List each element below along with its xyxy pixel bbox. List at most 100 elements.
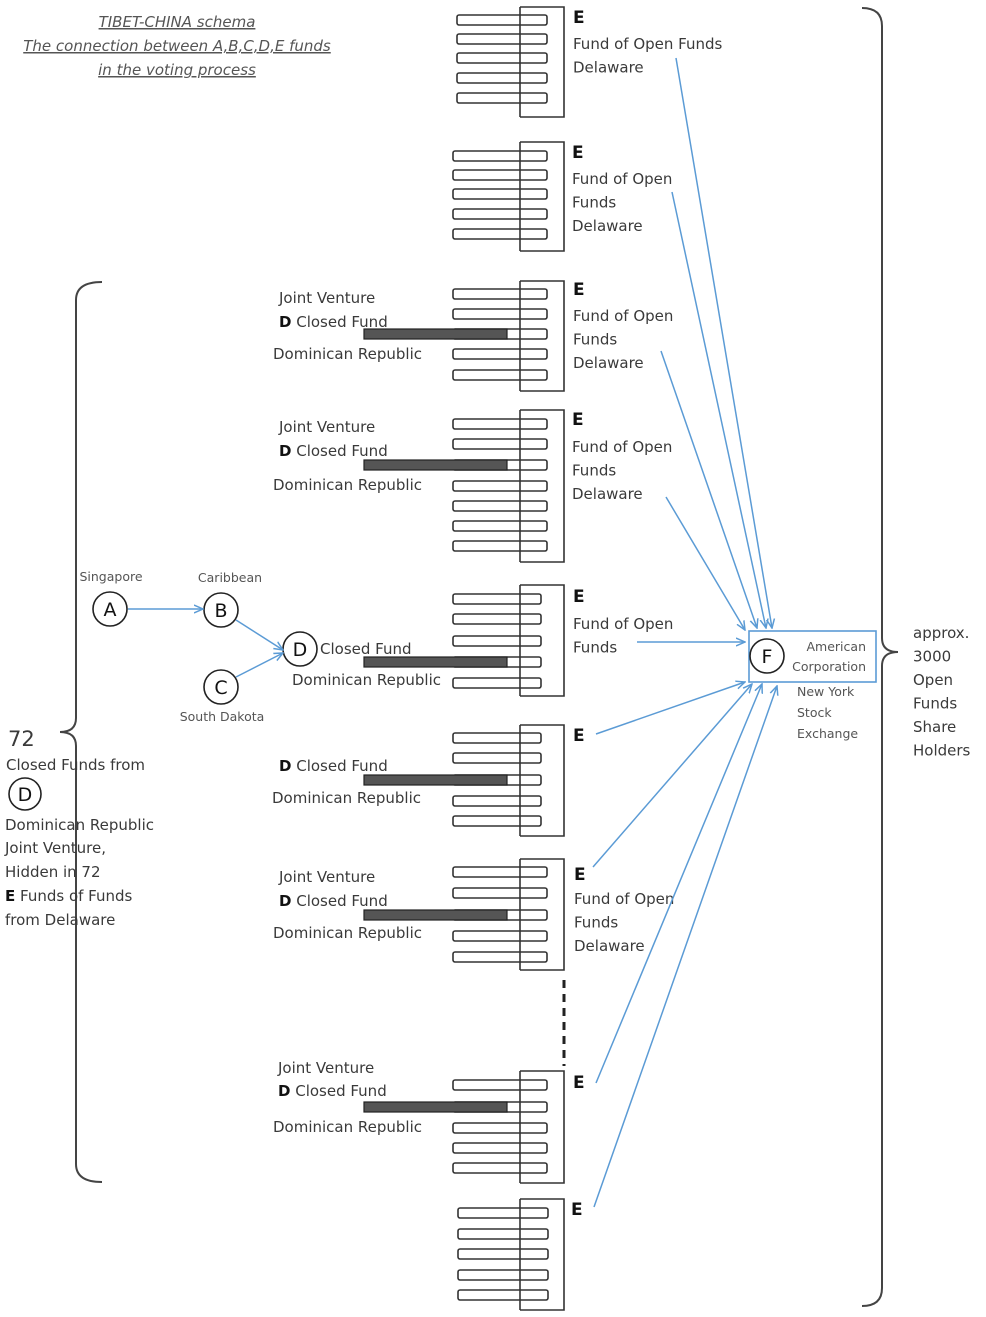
fund-bar [452,228,548,240]
e-fund-letter: E [573,1073,585,1093]
e-fund-description: Fund of Open [573,307,673,325]
fund-bar [456,92,548,104]
left-label-line-5-text: Funds of Funds [15,887,132,905]
node-f-name-2: Corporation [792,659,866,674]
node-c-letter: C [214,677,227,699]
node-a-location: Singapore [79,569,142,584]
group-bracket [520,6,565,118]
fund-bar [452,540,548,552]
e-fund-letter: E [573,8,585,28]
d-bold-letter: D [279,892,291,910]
e-fund-letter: E [572,410,584,430]
e-fund-letter: E [574,865,586,885]
e-fund-letter: E [573,280,585,300]
shareholders-label-line: approx. [913,624,969,642]
dominican-republic-label: Dominican Republic [273,1118,422,1136]
arrow-e-to-f [592,684,752,868]
group-bracket [520,1198,565,1311]
fund-bar [457,1207,549,1219]
d-closed-fund-label: D Closed Fund [279,442,388,460]
d-closed-fund-bar [363,1101,508,1113]
fund-bar [452,438,548,450]
d-node-legend-letter: D [18,784,33,806]
fund-bar [452,169,548,181]
fund-bar [452,369,548,381]
e-fund-description: Funds [574,914,618,932]
group-bracket [520,724,565,837]
fund-bar [452,500,548,512]
closed-fund-count: 72 [8,727,35,751]
node-b-letter: B [214,600,227,622]
shareholders-label-line: Share [913,718,956,736]
fund-bar [452,887,548,899]
fund-bar [452,1122,548,1134]
group-bracket [520,280,565,392]
shareholders-label-line: Holders [913,742,971,760]
node-a-circle [92,591,128,627]
fund-bar [452,480,548,492]
e-fund-description: Fund of Open [572,170,672,188]
node-f-name-1: American [807,639,867,654]
arrow-c-to-d [235,653,283,678]
left-label-line-4: Hidden in 72 [5,863,101,881]
closed-fund-text: Closed Fund [291,757,387,775]
fund-bar [452,288,548,300]
shareholders-label-line: Open [913,671,953,689]
d-closed-fund-bar [363,328,508,340]
d-closed-fund-bar [363,774,508,786]
fund-bar [452,188,548,200]
title-line-3: in the voting process [98,61,256,79]
left-brace-label: 72 Closed Funds from D Dominican Republi… [4,727,154,929]
node-f-exchange-3: Exchange [797,726,858,741]
fund-bar [452,930,548,942]
d-bold-letter: D [279,757,291,775]
left-brace [59,281,103,1183]
e-fund-letter: E [573,587,585,607]
node-f-exchange-2: Stock [797,705,832,720]
d-closed-fund-label: D Closed Fund [278,1082,387,1100]
node-c-location: South Dakota [180,709,265,724]
arrow-b-to-d [235,619,283,650]
left-label-line-3: Joint Venture, [4,839,106,857]
fund-bar [452,208,548,220]
d-closed-fund-label: D Closed Fund [279,313,388,331]
fund-bar [457,1228,549,1240]
node-c: C South Dakota [180,669,265,724]
node-c-circle [203,669,239,705]
node-a: Singapore A [79,569,143,627]
d-bold-letter: D [279,313,291,331]
e-fund-group: E [457,1198,583,1311]
node-d-location: Dominican Republic [292,671,441,689]
shareholders-label-line: 3000 [913,648,951,666]
e-bold-letter: E [5,887,15,905]
e-fund-letter: E [571,1200,583,1220]
closed-fund-text: Closed Fund [291,892,387,910]
diagram-title: TIBET-CHINA schema The connection betwee… [23,13,331,79]
d-closed-fund-label: D Closed Fund [279,757,388,775]
fund-bar [452,150,548,162]
node-f-box [748,630,877,683]
joint-venture-label: Joint Venture [278,289,375,307]
node-f-letter: F [762,646,773,668]
e-fund-description: Delaware [572,485,643,503]
dominican-republic-label: Dominican Republic [273,345,422,363]
fund-bar [452,613,542,625]
node-f-exchange-1: New York [797,684,855,699]
dominican-republic-label: Dominican Republic [273,924,422,942]
fund-bar [452,520,548,532]
node-d: D Closed Fund Dominican Republic [282,631,441,689]
left-label-line-2: Dominican Republic [5,816,154,834]
fund-bar [452,1079,548,1091]
fund-bar [452,348,548,360]
d-closed-fund-bar [363,909,508,921]
d-bold-letter: D [278,1082,290,1100]
fund-bar [452,752,542,764]
left-label-line-5: E Funds of Funds [5,887,133,905]
arrows-to-f [592,57,777,1208]
joint-venture-label: Joint Venture [277,1059,374,1077]
